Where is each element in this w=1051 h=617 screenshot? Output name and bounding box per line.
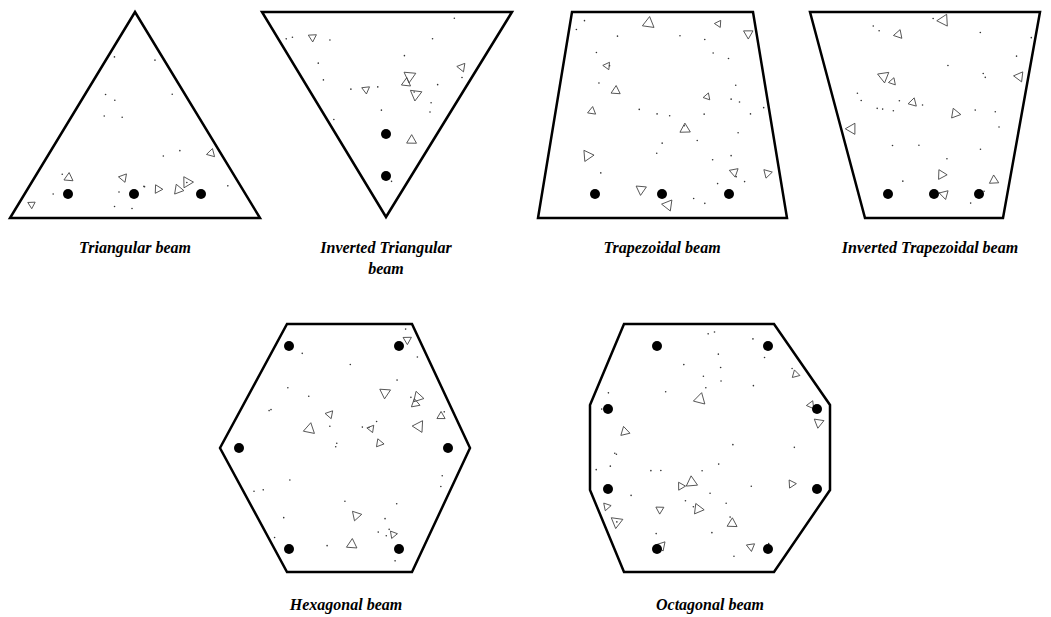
rebar [443, 443, 453, 453]
concrete-texture [595, 331, 824, 557]
rebar [652, 341, 662, 351]
rebar [657, 189, 667, 199]
rebar [763, 341, 773, 351]
concrete-texture [253, 328, 445, 561]
rebar [284, 544, 294, 554]
beam-caption: Hexagonal beam [246, 594, 446, 615]
rebar [812, 484, 822, 494]
section-outline [590, 324, 830, 576]
rebar [652, 544, 662, 554]
rebar [381, 171, 391, 181]
beam-outline [220, 324, 470, 572]
rebar [603, 404, 613, 414]
beam-outline [262, 12, 512, 217]
concrete-texture [285, 17, 464, 182]
rebar [63, 189, 73, 199]
rebar [129, 189, 139, 199]
rebar [724, 189, 734, 199]
rebar [234, 443, 244, 453]
concrete-texture [28, 56, 229, 209]
beam-caption: Inverted Triangular beam [301, 237, 471, 279]
beam-section: Octagonal beam [590, 324, 830, 615]
section-outline [538, 12, 787, 222]
beam-section: Trapezoidal beam [538, 12, 787, 258]
beam-caption: Triangular beam [35, 237, 235, 258]
rebar [590, 189, 600, 199]
section-outline [262, 12, 512, 221]
beam-section: Inverted Triangular beam [262, 12, 512, 279]
beam-caption: Octagonal beam [610, 594, 810, 615]
beam-section: Triangular beam [10, 12, 260, 258]
beam-section: Hexagonal beam [220, 324, 470, 615]
beam-section: Inverted Trapezoidal beam [810, 12, 1040, 258]
rebar [763, 544, 773, 554]
rebar [812, 404, 822, 414]
beam-outline [810, 12, 1040, 218]
section-outline [220, 324, 470, 576]
concrete-texture [576, 17, 773, 211]
concrete-texture [845, 14, 1032, 204]
rebar [381, 129, 391, 139]
rebar [883, 189, 893, 199]
rebar [284, 341, 294, 351]
beam-outline [590, 324, 830, 572]
section-outline [810, 12, 1040, 222]
rebar [394, 341, 404, 351]
beam-caption: Inverted Trapezoidal beam [840, 237, 1020, 258]
rebar [974, 189, 984, 199]
beam-outline [538, 12, 787, 218]
rebar [603, 484, 613, 494]
beam-outline [10, 12, 260, 218]
rebar [196, 189, 206, 199]
section-outline [10, 12, 260, 222]
rebar [929, 189, 939, 199]
rebar [394, 544, 404, 554]
beam-caption: Trapezoidal beam [562, 237, 762, 258]
